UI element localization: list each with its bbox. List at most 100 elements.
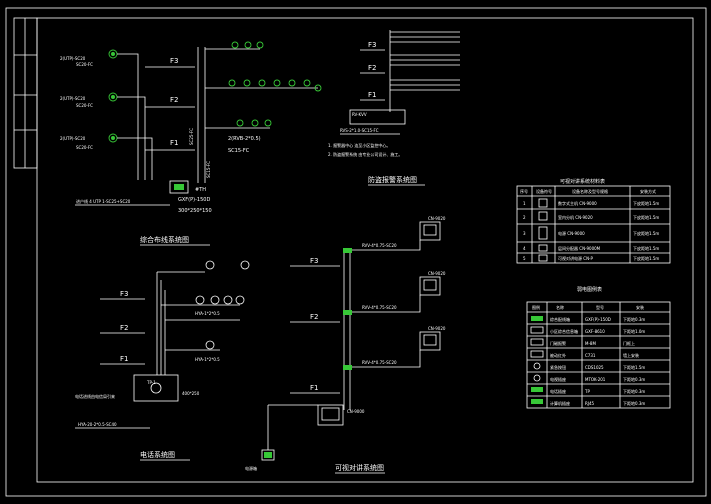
svg-text:下距地0.3m: 下距地0.3m [623, 388, 645, 394]
svg-text:名称: 名称 [556, 304, 564, 310]
wiring-cable-label-1: 2(UTP)-SC20 [60, 56, 86, 61]
svg-text:GXF(P)-150D: GXF(P)-150D [178, 197, 210, 203]
intercom-host [317, 404, 344, 426]
integrated-wiring-diagram: F3 F2 F1 2(UTP)-SC20 2(UTP)-SC20 2(UTP)-… [60, 41, 322, 246]
svg-text:下皮距地1.5m: 下皮距地1.5m [633, 230, 659, 236]
legend1-title: 可视对讲系统材料表 [560, 178, 605, 185]
intercom-unit-f2 [419, 276, 441, 296]
svg-text:电源 CN-9000: 电源 CN-9000 [558, 230, 585, 236]
svg-text:HYA-1*2*0.5: HYA-1*2*0.5 [195, 357, 220, 362]
intercom-cable-label: RVV-4*0.75-SC20 [362, 243, 397, 248]
wiring-inlet-label: 进户线 4 UTP 1-SC25+SC20 [76, 198, 131, 204]
svg-text:下皮距地1.5m: 下皮距地1.5m [633, 245, 659, 251]
svg-text:F1: F1 [310, 384, 318, 392]
svg-text:TP-1: TP-1 [146, 380, 156, 385]
svg-text:F2: F2 [368, 64, 376, 72]
svg-text:RVV-4*0.75-SC20: RVV-4*0.75-SC20 [362, 360, 397, 365]
title-block [13, 17, 38, 169]
phone-cable-label: HYA-1*2*0.5 [195, 311, 220, 316]
svg-text:300*250*150: 300*250*150 [178, 208, 212, 214]
outer-frame [5, 7, 707, 497]
svg-text:SC15-FC: SC15-FC [206, 161, 211, 178]
integrated-wiring-title: 综合布线系统图 [140, 235, 189, 244]
phone-inlet-note: 电话进线由电信局引来 [75, 393, 115, 399]
svg-text:3: 3 [523, 231, 526, 236]
svg-text:SC20-FC: SC20-FC [76, 62, 93, 67]
alarm-title: 防盗报警系统图 [368, 175, 417, 184]
intercom-title: 可视对讲系统图 [335, 463, 384, 472]
svg-text:4: 4 [523, 246, 526, 251]
svg-text:下皮距地1.5m: 下皮距地1.5m [633, 200, 659, 206]
svg-text:门框上: 门框上 [623, 340, 635, 346]
alarm-note-1: 1. 报警器中心 连至小区监控中心。 [328, 142, 390, 148]
svg-text:1: 1 [523, 201, 526, 206]
alarm-controller [349, 109, 406, 125]
svg-text:F2: F2 [310, 313, 318, 321]
floor-f3-label: F3 [170, 57, 178, 65]
telephone-diagram: F3 F2 F1 HYA-1*2*0.5 HYA-1*2*0.5 TP-1 40… [75, 260, 250, 461]
svg-text:电源箱: 电源箱 [245, 465, 257, 471]
phone-tp-box [133, 374, 179, 402]
svg-text:CN-9020: CN-9020 [428, 216, 446, 221]
intercom-unit-f3 [419, 221, 441, 241]
svg-text:SC15-FC: SC15-FC [228, 148, 250, 154]
alarm-diagram: F3 F2 F1 RV-KVV RVS-2*1.0-SC15-FC 1. 报警器… [328, 30, 460, 186]
svg-text:GXF-8610: GXF-8610 [585, 329, 605, 334]
svg-text:C731: C731 [585, 353, 596, 358]
legend-table-2: 弱电图例表 图例 名称 型号 安装 综合配线箱 小区综合信息箱 门磁报警 被动红… [526, 286, 671, 409]
telephone-title: 电话系统图 [140, 450, 175, 459]
svg-text:紧急按钮: 紧急按钮 [550, 364, 566, 370]
svg-text:下距地1.0m: 下距地1.0m [623, 328, 645, 334]
svg-text:设备符号: 设备符号 [536, 188, 552, 194]
svg-text:MTOK-201: MTOK-201 [585, 377, 606, 382]
svg-text:墙上安装: 墙上安装 [623, 352, 639, 358]
svg-text:GXF(P)-150D: GXF(P)-150D [585, 317, 611, 322]
svg-text:5: 5 [523, 256, 526, 261]
phone-inlet-cable: HYA-20-2*0.5-SC40 [78, 422, 117, 427]
wiring-port-label: 2(RVB-2*0.5) [228, 136, 261, 142]
floor-f1-label: F1 [170, 139, 178, 147]
floor-f2-label: F2 [170, 96, 178, 104]
legend-table-1: 可视对讲系统材料表 序号 设备符号 设备名称及型号规格 安装方式 1 2 3 4… [516, 178, 671, 264]
svg-text:RV-KVV: RV-KVV [352, 112, 367, 117]
svg-text:综合配线箱: 综合配线箱 [550, 316, 570, 322]
svg-text:数字式主机 CN-9000: 数字式主机 CN-9000 [558, 200, 597, 206]
svg-text:F3: F3 [310, 257, 318, 265]
svg-text:下皮距地1.5m: 下皮距地1.5m [633, 255, 659, 261]
svg-text:TP: TP [584, 389, 590, 394]
svg-text:2(UTP)-SC20: 2(UTP)-SC20 [60, 136, 86, 141]
intercom-power-box [261, 449, 275, 461]
svg-text:被动红外: 被动红外 [550, 352, 566, 358]
svg-text:小区综合信息箱: 小区综合信息箱 [550, 328, 578, 334]
svg-text:设备名称及型号规格: 设备名称及型号规格 [572, 188, 608, 194]
svg-text:安装方式: 安装方式 [640, 188, 656, 194]
svg-text:CN-9000: CN-9000 [347, 409, 365, 414]
svg-text:RJ45: RJ45 [585, 401, 595, 406]
svg-text:M-8M: M-8M [585, 341, 596, 346]
svg-text:F1: F1 [368, 91, 376, 99]
svg-text:下距地0.3m: 下距地0.3m [623, 316, 645, 322]
legend2-title: 弱电图例表 [577, 286, 602, 293]
svg-text:层间分配器 CN-9000M: 层间分配器 CN-9000M [558, 245, 601, 251]
svg-text:#TH: #TH [195, 187, 206, 193]
svg-text:F3: F3 [120, 290, 128, 298]
svg-text:电视插座: 电视插座 [550, 376, 566, 382]
inner-frame [36, 17, 694, 483]
svg-text:2: 2 [523, 215, 526, 220]
svg-text:图例: 图例 [532, 304, 540, 310]
svg-text:SC20-FC: SC20-FC [76, 145, 93, 150]
svg-text:下距地1.5m: 下距地1.5m [623, 364, 645, 370]
svg-text:F1: F1 [120, 355, 128, 363]
intercom-diagram: F3 F2 F1 CN-9020 CN-9020 CN-9020 RVV-4*0… [245, 216, 446, 474]
svg-text:SC25-FC: SC25-FC [189, 128, 194, 145]
wiring-distribution-box [169, 180, 189, 194]
svg-text:CN-9020: CN-9020 [428, 326, 446, 331]
alarm-cable-label: RVS-2*1.0-SC15-FC [340, 128, 379, 133]
svg-text:可视对讲电源 CN-P: 可视对讲电源 CN-P [558, 255, 593, 261]
svg-text:CDS1025: CDS1025 [585, 365, 604, 370]
alarm-note-2: 2. 防盗报警系统 由专业公司设计、施工。 [328, 151, 402, 157]
svg-text:门磁报警: 门磁报警 [550, 340, 566, 346]
svg-text:下距地0.3m: 下距地0.3m [623, 376, 645, 382]
svg-text:序号: 序号 [520, 188, 528, 194]
